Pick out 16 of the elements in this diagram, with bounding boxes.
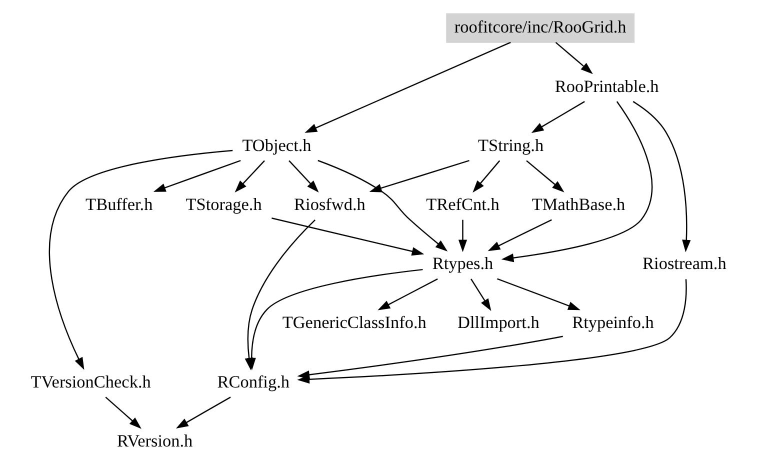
node-text: RooPrintable.h bbox=[554, 76, 658, 96]
node-text: TRefCnt.h bbox=[426, 194, 499, 214]
node-text: RConfig.h bbox=[216, 372, 290, 391]
node-text: TObject.h bbox=[242, 135, 311, 154]
node-text: Rtypeinfo.h bbox=[572, 312, 654, 332]
node-text: TString.h bbox=[477, 135, 544, 154]
node-text: TMathBase.h bbox=[531, 194, 625, 214]
node-text: Rtypes.h bbox=[432, 254, 493, 273]
node-text: TStorage.h bbox=[185, 194, 262, 214]
node-text: Riosfwd.h bbox=[294, 194, 365, 214]
node-text: DllImport.h bbox=[457, 312, 539, 332]
node-text: RVersion.h bbox=[116, 430, 192, 450]
node-text: TBuffer.h bbox=[85, 194, 152, 214]
node-text: Riostream.h bbox=[642, 254, 726, 273]
node-text: TGenericClassInfo.h bbox=[282, 312, 426, 332]
node-text: TVersionCheck.h bbox=[30, 372, 150, 391]
